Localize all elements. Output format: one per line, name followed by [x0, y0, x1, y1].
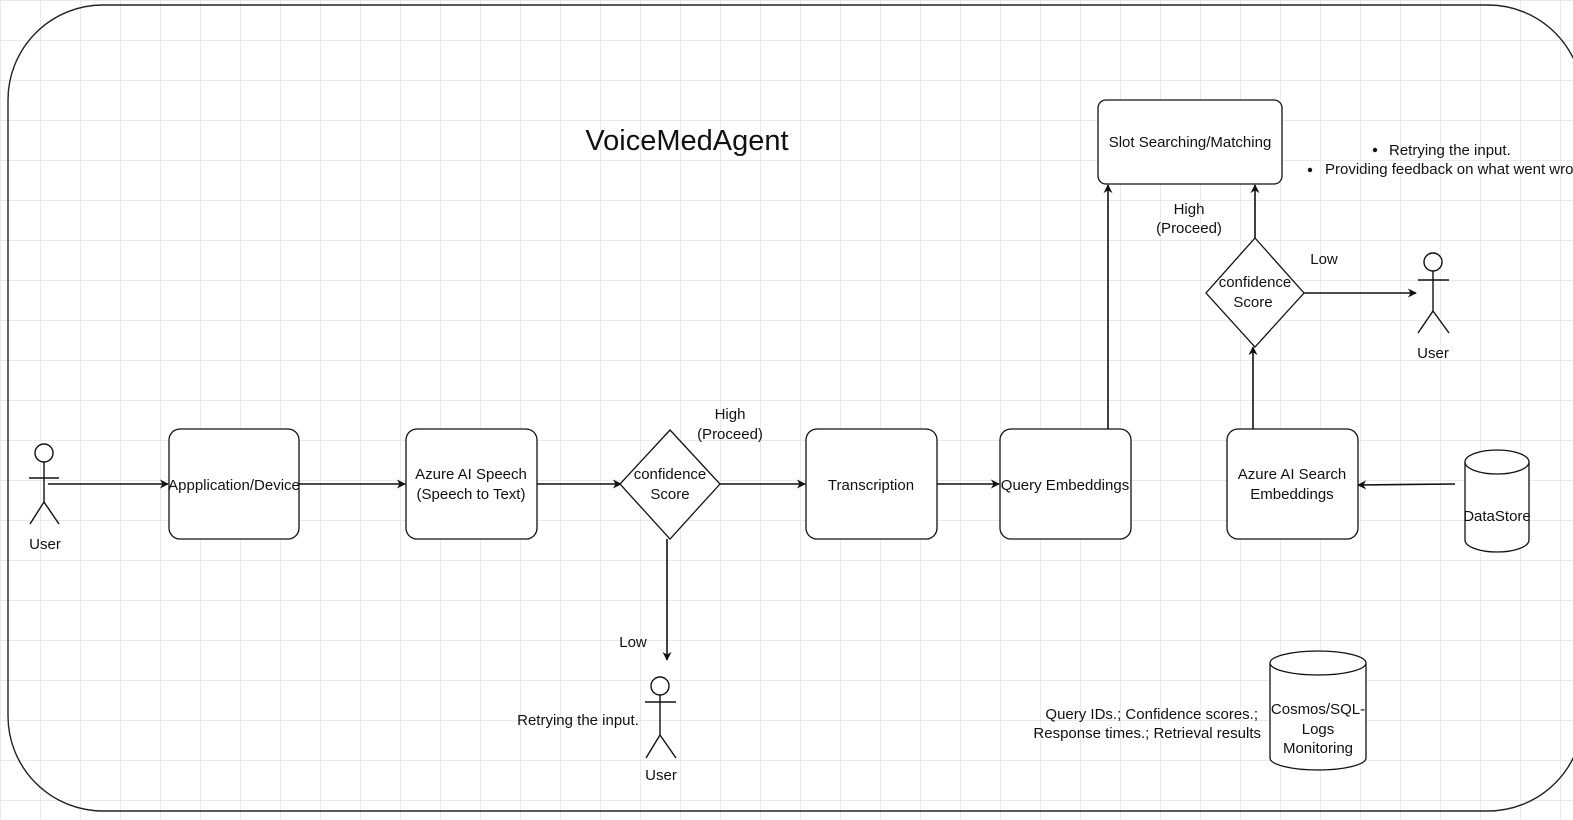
node-confidence-score-1-line-1: confidence	[634, 466, 707, 483]
node-cosmos-line-3: Monitoring	[1283, 740, 1353, 757]
actor-user-right-label: User	[1417, 345, 1449, 362]
actor-user-left	[29, 443, 60, 525]
node-confidence-score-2-line-2: Score	[1233, 294, 1272, 311]
node-datastore[interactable]: DataStore	[1463, 449, 1531, 553]
bullet-dot-1	[1372, 147, 1378, 153]
node-confidence-score-2-line-1: confidence	[1219, 274, 1292, 291]
node-query-embeddings-label: Query Embeddings	[1001, 477, 1129, 494]
node-azure-ai-search-embeddings[interactable]: Azure AI Search Embeddings	[1226, 428, 1359, 540]
node-azure-ai-speech-line-1: Azure AI Speech	[415, 466, 527, 483]
node-application-device-label: Appplication/Device	[168, 477, 300, 494]
node-confidence-score-2[interactable]: confidence Score	[1205, 237, 1305, 348]
annotation-logs-line-2: Response times.; Retrieval results	[1033, 725, 1261, 742]
annotation-logs-line-1: Query IDs.; Confidence scores.;	[1045, 706, 1258, 723]
node-cosmos-sql-logs[interactable]: Cosmos/SQL- Logs Monitoring	[1269, 650, 1367, 771]
node-transcription-label: Transcription	[828, 477, 914, 494]
actor-user-right	[1417, 252, 1450, 334]
node-slot-searching-matching[interactable]: Slot Searching/Matching	[1097, 99, 1283, 185]
node-query-embeddings[interactable]: Query Embeddings	[999, 428, 1132, 540]
actor-user-bottom	[645, 676, 677, 759]
edge-label-low-2: Low	[1310, 251, 1338, 268]
node-datastore-label: DataStore	[1463, 508, 1531, 525]
diagram-frame	[7, 4, 1573, 812]
node-cosmos-line-2: Logs	[1302, 721, 1335, 738]
annotation-retry-bottom: Retrying the input.	[517, 712, 639, 729]
annotation-bullet-1: Retrying the input.	[1389, 142, 1511, 159]
node-azure-ai-search-line-1: Azure AI Search	[1238, 466, 1346, 483]
edge-label-high-2-line-2: (Proceed)	[1156, 220, 1222, 237]
edge-label-high-1-line-2: (Proceed)	[697, 426, 763, 443]
edge-label-high-1-line-1: High	[715, 406, 746, 423]
node-confidence-score-1-line-2: Score	[650, 486, 689, 503]
bullet-dot-2	[1307, 167, 1313, 173]
actor-user-bottom-label: User	[645, 767, 677, 784]
annotation-bullet-list: Retrying the input. Providing feedback o…	[1307, 142, 1573, 178]
edge-label-high-2-line-1: High	[1174, 201, 1205, 218]
node-cosmos-line-1: Cosmos/SQL-	[1271, 701, 1365, 718]
actor-user-left-label: User	[29, 536, 61, 553]
edge-label-low-1: Low	[619, 634, 647, 651]
node-confidence-score-1[interactable]: confidence Score	[619, 429, 721, 540]
node-azure-ai-speech[interactable]: Azure AI Speech (Speech to Text)	[405, 428, 538, 540]
node-application-device[interactable]: Appplication/Device	[168, 428, 300, 540]
node-azure-ai-search-line-2: Embeddings	[1250, 486, 1333, 503]
node-slot-searching-matching-label: Slot Searching/Matching	[1109, 134, 1272, 151]
edge-datastore-to-search	[1357, 480, 1456, 490]
diagram-title: VoiceMedAgent	[585, 125, 788, 157]
node-azure-ai-speech-line-2: (Speech to Text)	[417, 486, 526, 503]
node-transcription[interactable]: Transcription	[805, 428, 938, 540]
annotation-bullet-2: Providing feedback on what went wrong.	[1325, 161, 1573, 178]
